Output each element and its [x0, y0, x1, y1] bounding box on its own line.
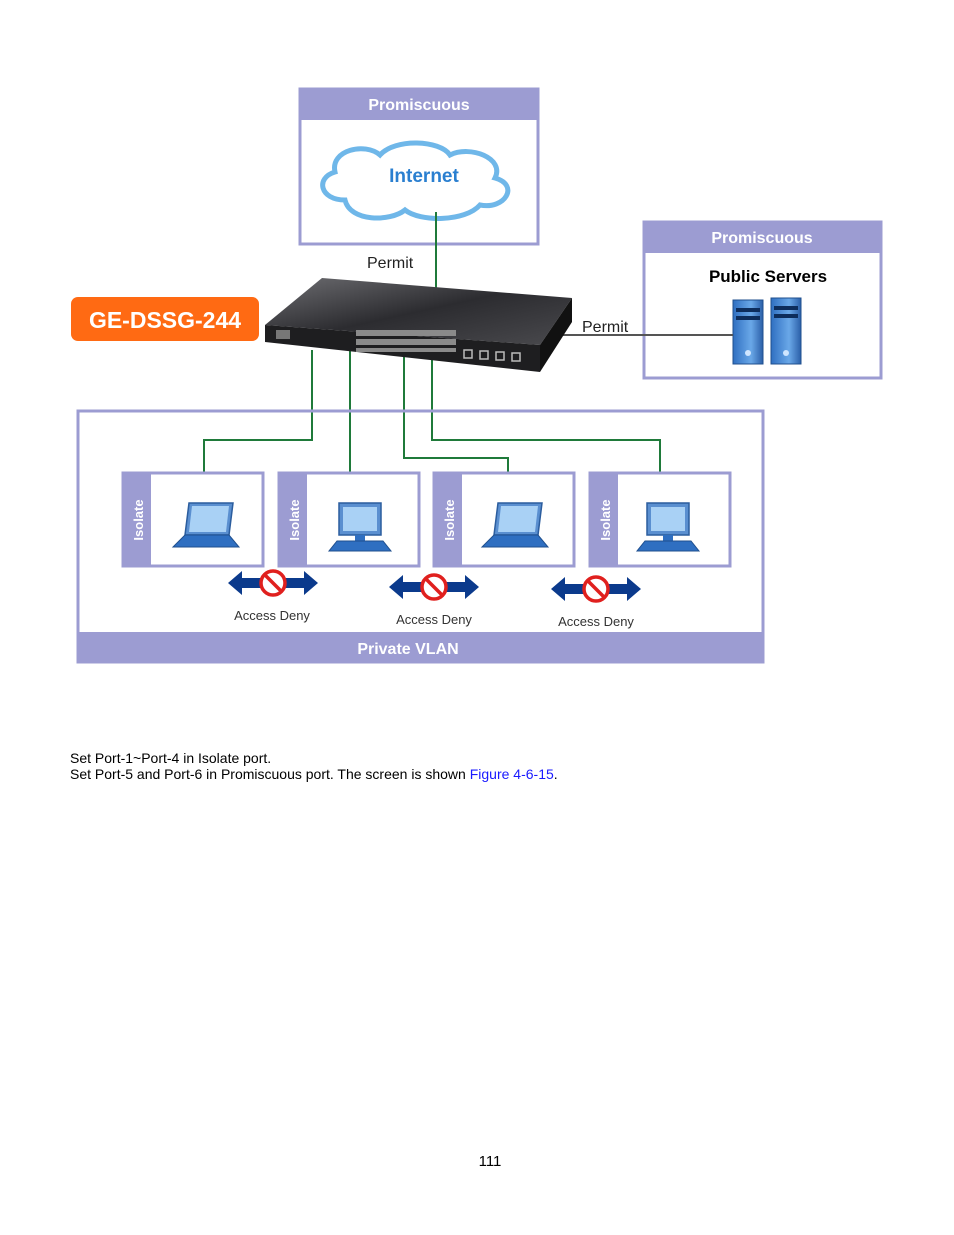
- switch-device-icon: [265, 278, 572, 372]
- body-text-line-2: Set Port-5 and Port-6 in Promiscuous por…: [70, 766, 558, 782]
- private-vlan-label: Private VLAN: [357, 641, 458, 658]
- access-deny-arrow-icon: [226, 569, 320, 597]
- sentence-end: .: [553, 766, 558, 782]
- desktop-icon: [636, 502, 700, 552]
- isolate-port-box-1: Isolate: [121, 471, 265, 568]
- isolate-port-box-4: Isolate: [588, 471, 732, 568]
- right-box-header: Promiscuous: [711, 230, 812, 247]
- server-icon: [770, 297, 802, 365]
- private-vlan-diagram: Promiscuous Internet Promiscuous Public …: [71, 87, 883, 664]
- permit-right-label: Permit: [582, 319, 629, 336]
- promiscuous-servers-box: Promiscuous Public Servers: [642, 220, 883, 380]
- isolate-label: Isolate: [287, 499, 302, 540]
- public-servers-title: Public Servers: [709, 267, 827, 286]
- server-icon: [732, 299, 764, 365]
- access-deny-label: Access Deny: [558, 614, 634, 629]
- cloud-label: Internet: [389, 166, 459, 187]
- device-model-badge: GE-DSSG-244: [71, 297, 259, 341]
- isolate-label: Isolate: [442, 499, 457, 540]
- isolate-label: Isolate: [598, 499, 613, 540]
- isolate-instruction: Set Port-1~Port-4 in Isolate port.: [70, 750, 272, 766]
- cloud-icon: [320, 140, 511, 221]
- isolate-port-box-3: Isolate: [432, 471, 576, 568]
- device-model-label: GE-DSSG-244: [89, 307, 241, 333]
- access-deny-label: Access Deny: [234, 608, 310, 623]
- page-number: 111: [478, 1153, 502, 1170]
- permit-top-label: Permit: [367, 255, 414, 272]
- body-text-line-1: Set Port-1~Port-4 in Isolate port.: [70, 750, 271, 766]
- access-deny-arrow-icon: [549, 575, 643, 603]
- promiscuous-internet-box: Promiscuous Internet: [298, 87, 540, 246]
- private-vlan-frame: Private VLAN: [76, 409, 765, 664]
- access-deny-label: Access Deny: [396, 612, 472, 627]
- desktop-icon: [328, 502, 392, 552]
- top-box-header: Promiscuous: [368, 97, 469, 114]
- figure-reference-link[interactable]: Figure 4-6-15: [469, 766, 554, 782]
- isolate-port-box-2: Isolate: [277, 471, 421, 568]
- promiscuous-instruction: Set Port-5 and Port-6 in Promiscuous por…: [70, 766, 470, 782]
- access-deny-arrow-icon: [387, 573, 481, 601]
- isolate-label: Isolate: [131, 499, 146, 540]
